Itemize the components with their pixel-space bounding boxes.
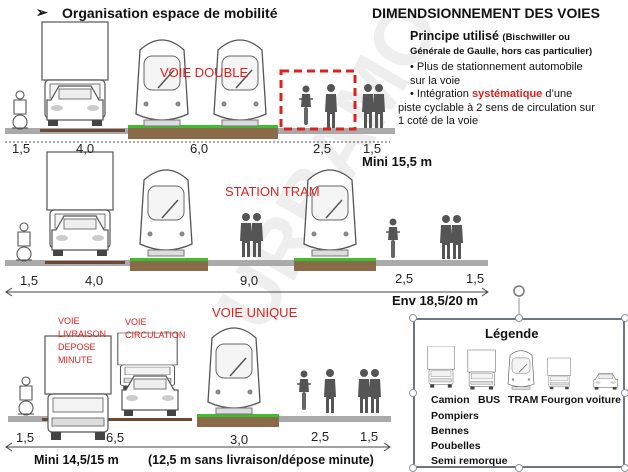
dim-label: 4,0 bbox=[76, 141, 95, 156]
dim-label: 1,5 bbox=[360, 429, 379, 444]
resize-handle[interactable] bbox=[409, 314, 417, 322]
car-icon bbox=[46, 85, 104, 127]
cyclist-icon bbox=[385, 217, 401, 259]
van-icon bbox=[547, 357, 572, 390]
dim-label: 2,5 bbox=[395, 271, 414, 286]
tram-icon bbox=[135, 39, 189, 127]
car-icon bbox=[593, 373, 618, 390]
page-title: Organisation espace de mobilité bbox=[62, 5, 278, 21]
total-width: Env 18,5/20 m bbox=[392, 293, 478, 308]
resize-handle[interactable] bbox=[621, 464, 628, 472]
tram-icon bbox=[207, 327, 261, 415]
bike-lane-highlight bbox=[279, 69, 357, 131]
truck-icon bbox=[427, 346, 455, 388]
dim-label: 1,5 bbox=[466, 271, 485, 286]
principle-title: Principe utilisé (Bischwiller ou bbox=[410, 29, 570, 43]
principle-bullets: • Plus de stationnement automobile sur l… bbox=[398, 61, 595, 127]
tram-grass-track bbox=[128, 125, 278, 128]
legend-label: TRAM bbox=[508, 394, 539, 406]
pedestrians-icon bbox=[440, 215, 463, 259]
total-width-note: (12,5 m sans livraison/dépose minute) bbox=[148, 453, 374, 467]
car-icon bbox=[51, 215, 109, 257]
station-tram-label: STATION TRAM bbox=[225, 184, 320, 199]
voie-unique-label: VOIE UNIQUE bbox=[212, 305, 298, 320]
section-title: DIMENDSIONNEMENT DES VOIES bbox=[372, 5, 600, 21]
legend-label: Camion bbox=[431, 394, 470, 406]
dim-label: 6,5 bbox=[106, 430, 125, 445]
dim-label: 1,5 bbox=[363, 141, 382, 156]
car-icon bbox=[121, 375, 179, 417]
cyclist-icon bbox=[296, 369, 312, 411]
resize-handle[interactable] bbox=[621, 389, 628, 397]
arrow-bullet-icon: ➢ bbox=[36, 4, 48, 20]
bus-icon bbox=[467, 349, 496, 390]
dim-label: 1,5 bbox=[20, 273, 39, 288]
dim-label: 2,5 bbox=[313, 141, 332, 156]
dim-label: 9,0 bbox=[240, 273, 259, 288]
resize-handle[interactable] bbox=[515, 314, 523, 322]
resize-handle[interactable] bbox=[621, 314, 628, 322]
wheelchair-icon bbox=[11, 90, 29, 130]
legend-box[interactable]: Légende Camion BUS TRAM Fourgon voiture … bbox=[413, 318, 625, 468]
pedestrians-icon bbox=[358, 369, 381, 413]
legend-label: BUS bbox=[478, 394, 501, 406]
tram-icon bbox=[213, 39, 267, 127]
dim-label: 2,5 bbox=[311, 429, 330, 444]
tram-icon bbox=[507, 350, 535, 390]
total-width: Mini 15,5 m bbox=[362, 154, 433, 169]
wheelchair-icon bbox=[17, 376, 35, 416]
dim-label: 6,0 bbox=[190, 141, 209, 156]
legend-label: Fourgon bbox=[541, 394, 584, 406]
resize-handle[interactable] bbox=[409, 464, 417, 472]
dim-label: 4,0 bbox=[85, 273, 104, 288]
legend-label: voiture bbox=[586, 394, 622, 406]
principle-note: Générale de Gaulle, hors cas particulier… bbox=[410, 46, 593, 57]
legend-title: Légende bbox=[485, 326, 539, 341]
dim-label: 1,5 bbox=[12, 141, 31, 156]
total-width: Mini 14,5/15 m bbox=[34, 453, 119, 467]
resize-handle[interactable] bbox=[409, 389, 417, 397]
dim-label: 1,5 bbox=[16, 430, 35, 445]
dim-label: 3,0 bbox=[230, 432, 249, 447]
resize-handle[interactable] bbox=[515, 464, 523, 472]
pedestrian-icon bbox=[324, 369, 336, 413]
tram-icon bbox=[303, 169, 357, 257]
voie-double-label: VOIE DOUBLE bbox=[160, 65, 249, 80]
legend-vehicle-icons bbox=[427, 346, 618, 390]
rotate-handle-icon[interactable] bbox=[513, 285, 525, 297]
wheelchair-icon bbox=[15, 222, 33, 262]
tram-icon bbox=[139, 169, 193, 257]
